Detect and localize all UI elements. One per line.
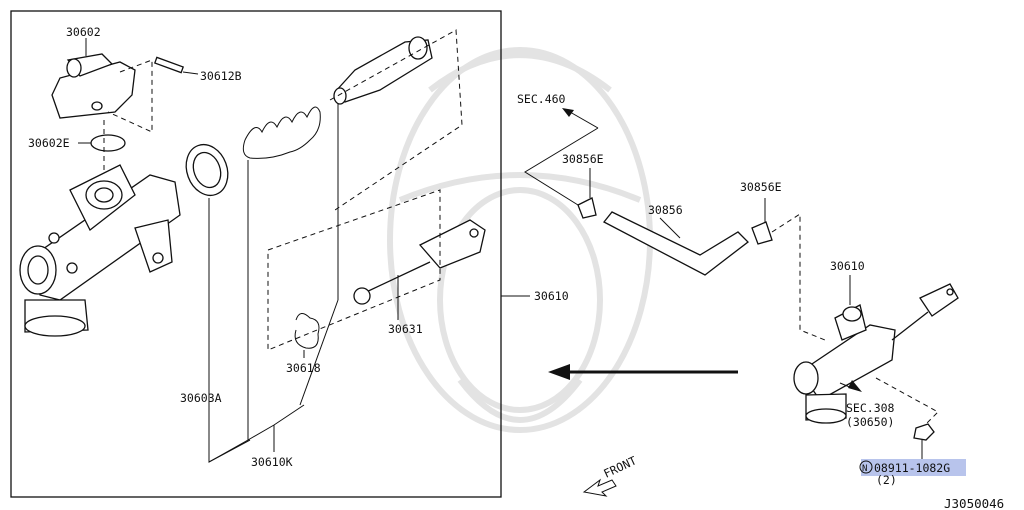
spring-part <box>242 106 321 440</box>
label-30610-assembly: 30610 <box>830 259 865 273</box>
master-cylinder-assembly-30610 <box>793 275 959 424</box>
reservoir-part-30602 <box>51 38 136 119</box>
seal-part-30603a <box>185 143 251 463</box>
label-quantity: (2) <box>876 473 897 487</box>
assembly-frame <box>10 10 502 498</box>
nut-symbol-icon <box>859 460 873 474</box>
nut-part <box>913 423 935 460</box>
label-front: FRONT <box>601 453 638 480</box>
clip-part-30618 <box>294 313 320 358</box>
label-30610k: 30610K <box>251 455 293 469</box>
label-30610-frame: 30610 <box>534 289 569 303</box>
label-30856e-right: 30856E <box>740 180 782 194</box>
label-30650: (30650) <box>846 415 894 429</box>
label-30631: 30631 <box>388 322 423 336</box>
label-30603a: 30603A <box>180 391 222 405</box>
label-30602: 30602 <box>66 25 101 39</box>
pin-part-30612b <box>153 56 199 75</box>
piston-part <box>299 36 433 406</box>
label-30618: 30618 <box>286 361 321 375</box>
hose-part-30856 <box>577 168 773 276</box>
master-cylinder-body <box>19 164 181 337</box>
sec460-pointer <box>524 108 599 206</box>
label-30612b: 30612B <box>200 69 242 83</box>
oring-part-30602e <box>78 134 126 152</box>
label-30602e: 30602E <box>28 136 70 150</box>
label-30856: 30856 <box>648 203 683 217</box>
label-nut-n: N <box>862 464 867 474</box>
label-sec308: SEC.308 <box>846 401 895 415</box>
pushrod-part-30631 <box>353 219 486 320</box>
part-number-highlight <box>861 459 966 476</box>
label-part-08911-1082g: 08911-1082G <box>874 461 950 475</box>
diagram-id: J3050046 <box>944 496 1004 510</box>
direction-arrow <box>548 364 738 380</box>
label-sec460: SEC.460 <box>517 92 566 106</box>
label-30856e-left: 30856E <box>562 152 604 166</box>
front-arrow-icon <box>582 478 617 497</box>
